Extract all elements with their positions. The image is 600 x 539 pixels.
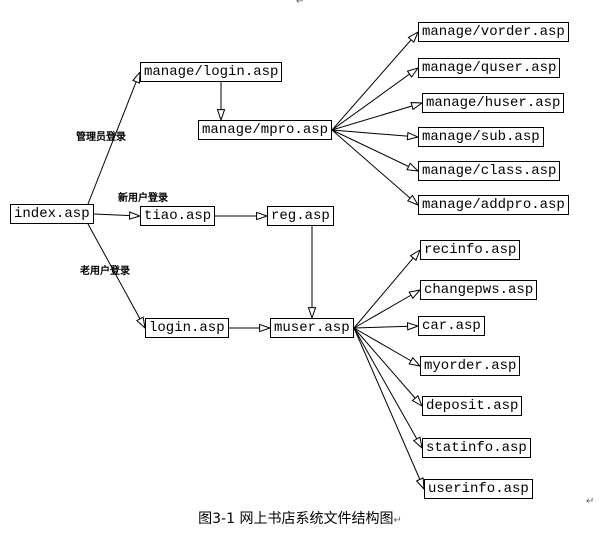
arrow-head [256, 211, 269, 221]
connector-line [87, 71, 141, 205]
node-manage-quser-asp: manage/quser.asp [418, 58, 561, 78]
connector-line [353, 289, 421, 329]
arrow-head [307, 307, 317, 320]
arrow-head [136, 316, 146, 330]
node-car-asp: car.asp [418, 316, 485, 336]
arrow-head [128, 211, 142, 220]
edge-label-old-user-login: 老用户登录 [80, 266, 130, 277]
arrow-head [409, 248, 421, 262]
connector-line [331, 129, 419, 138]
edge-label-admin-login: 管理员登录 [76, 132, 126, 143]
arrow-head [408, 356, 422, 367]
connector-line [353, 327, 423, 407]
arrow-head [406, 131, 420, 141]
node-manage-sub-asp: manage/sub.asp [418, 127, 544, 147]
arrow-head [411, 394, 424, 408]
arrow-head [415, 477, 425, 491]
node-login-asp: login.asp [145, 318, 229, 338]
connector-line [353, 327, 423, 449]
arrow-head [406, 194, 420, 207]
connector-line [353, 327, 425, 490]
node-manage-vorder-asp: manage/vorder.asp [418, 22, 569, 42]
connector-line [331, 129, 419, 172]
figure-caption-text: 图3-1 网上书店系统文件结构图 [198, 511, 394, 527]
node-index-asp: index.asp [10, 204, 94, 224]
node-recinfo-asp: recinfo.asp [420, 240, 521, 260]
node-reg-asp: reg.asp [267, 206, 334, 226]
node-userinfo-asp: userinfo.asp [424, 479, 533, 499]
arrow-head [406, 322, 420, 331]
paragraph-mark: ↵ [393, 515, 402, 526]
paragraph-mark: ↵ [296, 0, 305, 7]
arrow-head [412, 436, 423, 450]
edge-label-new-user-login: 新用户登录 [118, 193, 168, 204]
node-manage-class-asp: manage/class.asp [418, 161, 561, 181]
arrow-head [407, 30, 420, 44]
figure-caption: 图3-1 网上书店系统文件结构图↵ [0, 508, 600, 528]
node-muser-asp: muser.asp [270, 318, 354, 338]
node-myorder-asp: myorder.asp [420, 356, 521, 376]
node-changepws-asp: changepws.asp [420, 280, 538, 300]
node-manage-mpro-asp: manage/mpro.asp [198, 120, 333, 140]
arrow-head [132, 70, 141, 84]
node-manage-addpro-asp: manage/addpro.asp [418, 195, 569, 215]
arrow-head [408, 289, 422, 300]
paragraph-mark: ↵ [586, 496, 595, 507]
node-tiao-asp: tiao.asp [140, 206, 216, 226]
arrow-head [410, 102, 424, 111]
connector-line [353, 249, 421, 329]
node-deposit-asp: deposit.asp [422, 396, 523, 416]
arrow-head [216, 109, 226, 122]
connector-line [87, 223, 146, 329]
node-manage-huser-asp: manage/huser.asp [422, 93, 565, 113]
arrow-head [406, 67, 420, 78]
node-manage-login-asp: manage/login.asp [140, 62, 283, 82]
connector-line [331, 102, 423, 131]
arrow-head [406, 162, 420, 172]
arrow-head [259, 323, 272, 333]
connector-line [331, 67, 419, 131]
node-statinfo-asp: statinfo.asp [422, 438, 531, 458]
connector-line [331, 31, 419, 131]
connector-line [353, 327, 421, 367]
connector-line [331, 129, 419, 206]
